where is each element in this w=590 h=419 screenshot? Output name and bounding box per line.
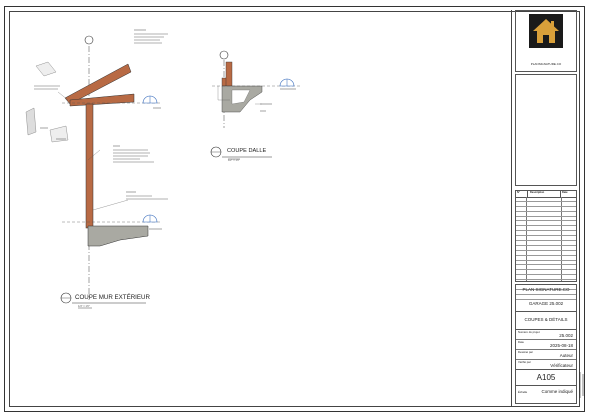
sheet-name: COUPES & DÉTAILS xyxy=(524,317,568,322)
slab-section-title: COUPE DALLE xyxy=(227,148,267,154)
field-label: Vérifié par xyxy=(518,360,531,364)
scale-label: Échelle xyxy=(518,390,528,394)
slab-section-scale: 1/2" = 1'0" xyxy=(228,159,240,162)
field-value: 25.002 xyxy=(559,333,573,338)
house-icon xyxy=(533,19,559,43)
brand-name: PLANSIGNATURE.CO xyxy=(530,62,562,66)
field-value: Auteur xyxy=(559,353,573,358)
notes-box xyxy=(515,74,577,186)
company-name: PLAN SIGNATURE.CO xyxy=(522,287,570,292)
logo-box: PLANSIGNATURE.CO xyxy=(515,10,577,72)
scale-row: Échelle Comme indiqué xyxy=(516,385,576,403)
detail-sketch xyxy=(49,125,69,143)
field-row: Date 2025-08-18 xyxy=(516,339,576,350)
sheet-number-row: A105 xyxy=(516,369,576,386)
field-label: Date xyxy=(518,340,524,344)
wall-section-drawing xyxy=(25,35,160,304)
rev-header-desc: Description xyxy=(528,191,561,197)
drawing-sheet xyxy=(4,6,585,412)
revision-rows xyxy=(516,197,576,300)
sheet-number: A105 xyxy=(536,373,556,382)
field-row: Dessiné par Auteur xyxy=(516,349,576,360)
revision-table: N° Description Date xyxy=(515,190,577,300)
project-box: PLAN SIGNATURE.CO GARAGE 25.002 COUPES &… xyxy=(515,284,577,404)
field-label: Numéro du projet xyxy=(518,330,540,334)
grid-bubble xyxy=(219,50,229,60)
field-value: 2025-08-18 xyxy=(549,343,573,348)
foundation xyxy=(87,225,149,247)
project-name: GARAGE 25.002 xyxy=(528,301,564,306)
scale-value: Comme indiqué xyxy=(541,389,573,394)
wall-section-scale: 1/4" = 1'0" xyxy=(78,305,90,308)
rev-header-no: N° xyxy=(516,191,528,197)
field-row: Vérifié par Vérificateur xyxy=(516,359,576,370)
title-block: PLANSIGNATURE.CO N° Description Date PLA… xyxy=(511,10,579,406)
field-label: Dessiné par xyxy=(518,350,533,354)
detail-sketch xyxy=(35,61,57,77)
field-row: Numéro du projet 25.002 xyxy=(516,329,576,340)
wall-section-title: COUPE MUR EXTÉRIEUR xyxy=(75,294,150,301)
logo xyxy=(529,14,563,48)
grid-bubble xyxy=(84,35,94,45)
detail-sketch xyxy=(25,107,37,136)
rev-header-date: Date xyxy=(562,191,568,194)
field-value: Vérificateur xyxy=(550,363,573,368)
slab-section-drawing xyxy=(210,50,300,158)
rafter xyxy=(64,63,132,105)
sheet-border xyxy=(9,11,580,407)
